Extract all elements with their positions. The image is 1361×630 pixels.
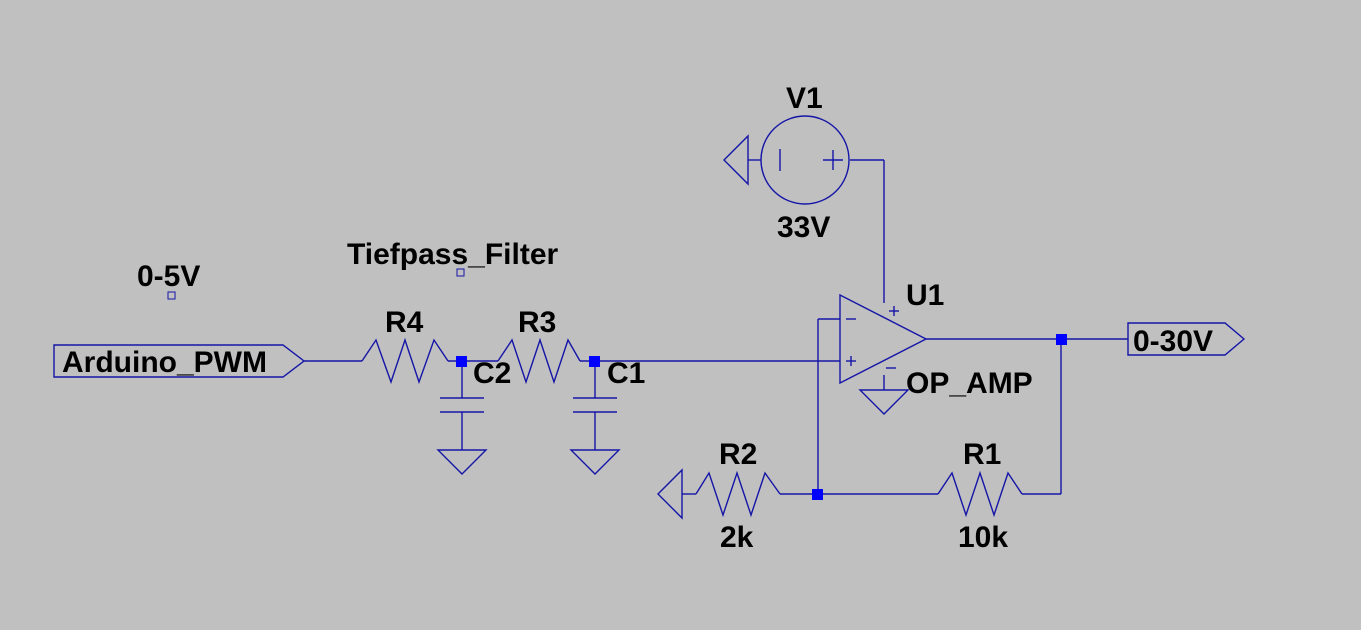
capacitor-c2[interactable] [440, 397, 484, 413]
r1-value-label: 10k [958, 521, 1008, 554]
ground-symbol-u1 [858, 389, 910, 415]
ground-symbol-c2 [436, 449, 488, 475]
input-port-label: Arduino_PWM [62, 346, 267, 379]
junction-dot [456, 356, 467, 367]
r2-name-label: R2 [719, 438, 757, 471]
ground-symbol-v1 [723, 134, 749, 186]
v1-value-label: 33V [777, 211, 830, 244]
r1-name-label: R1 [963, 438, 1001, 471]
comment-input-range[interactable]: 0-5V [137, 260, 200, 293]
capacitor-c1[interactable] [573, 397, 617, 413]
junction-dot [589, 356, 600, 367]
r3-name-label: R3 [518, 306, 556, 339]
r4-name-label: R4 [385, 306, 424, 339]
comment-filter[interactable]: Tiefpass_Filter [347, 238, 559, 271]
resistor-r1[interactable] [937, 470, 1023, 518]
comment-anchor [456, 268, 465, 277]
junction-dot [812, 489, 823, 500]
junction-dot [1056, 334, 1067, 345]
c1-name-label: C1 [607, 357, 645, 390]
c2-name-label: C2 [473, 357, 511, 390]
input-port-flag[interactable] [53, 344, 306, 378]
u1-name-label: U1 [906, 279, 944, 312]
resistor-r2[interactable] [695, 470, 781, 518]
comment-anchor [167, 291, 176, 300]
output-port-flag[interactable] [1127, 322, 1246, 356]
resistor-r3[interactable] [497, 337, 581, 385]
resistor-r4[interactable] [361, 337, 449, 385]
wires [304, 159, 1128, 495]
u1-value-label: OP_AMP [906, 367, 1033, 400]
opamp-u1[interactable] [839, 293, 928, 385]
voltage-source-v1[interactable] [760, 115, 850, 205]
r2-value-label: 2k [720, 521, 754, 554]
ground-symbol-r2 [657, 468, 683, 520]
ground-symbol-c1 [569, 449, 621, 475]
output-port-label: 0-30V [1133, 325, 1213, 358]
v1-name-label: V1 [786, 82, 823, 115]
